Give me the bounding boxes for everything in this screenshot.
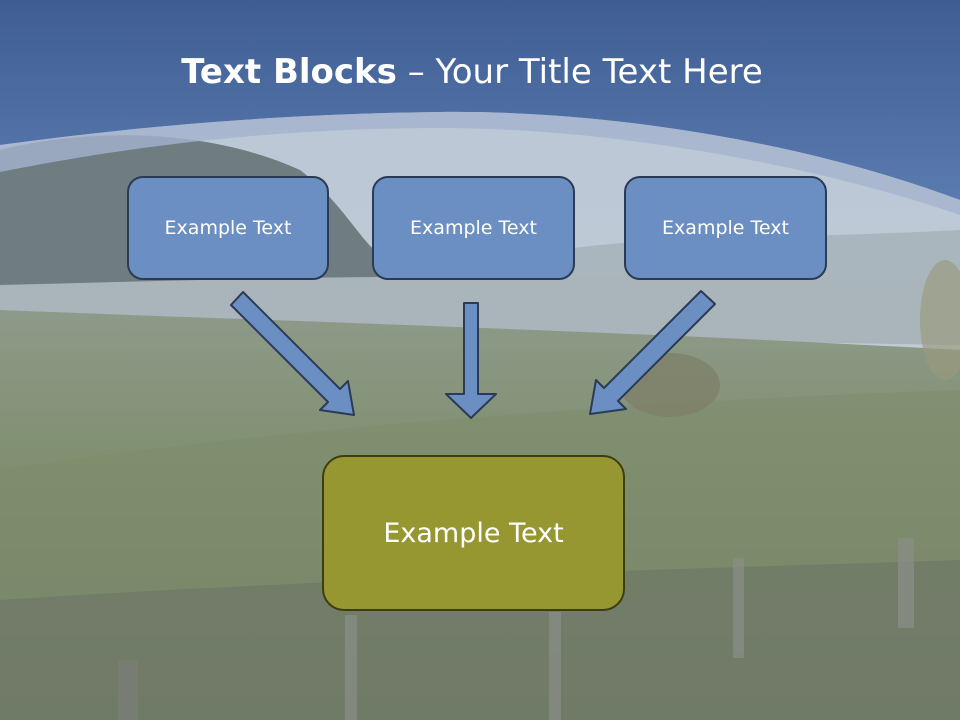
text-block-left[interactable]: Example Text <box>127 176 329 280</box>
result-text-block[interactable]: Example Text <box>322 455 625 611</box>
text-block-left-label: Example Text <box>164 217 292 239</box>
text-block-right-label: Example Text <box>662 217 789 239</box>
arrow-left-diagonal <box>230 291 355 416</box>
text-block-center[interactable]: Example Text <box>372 176 575 280</box>
title-bold-part: Text Blocks <box>181 52 397 92</box>
title-rest-part: – Your Title Text Here <box>396 52 763 92</box>
text-block-center-label: Example Text <box>410 217 537 239</box>
text-block-right[interactable]: Example Text <box>624 176 827 280</box>
arrow-right-diagonal <box>589 290 716 415</box>
result-text-block-label: Example Text <box>383 517 564 549</box>
arrow-center-down <box>445 302 497 419</box>
slide-title: Text Blocks – Your Title Text Here <box>0 52 944 92</box>
